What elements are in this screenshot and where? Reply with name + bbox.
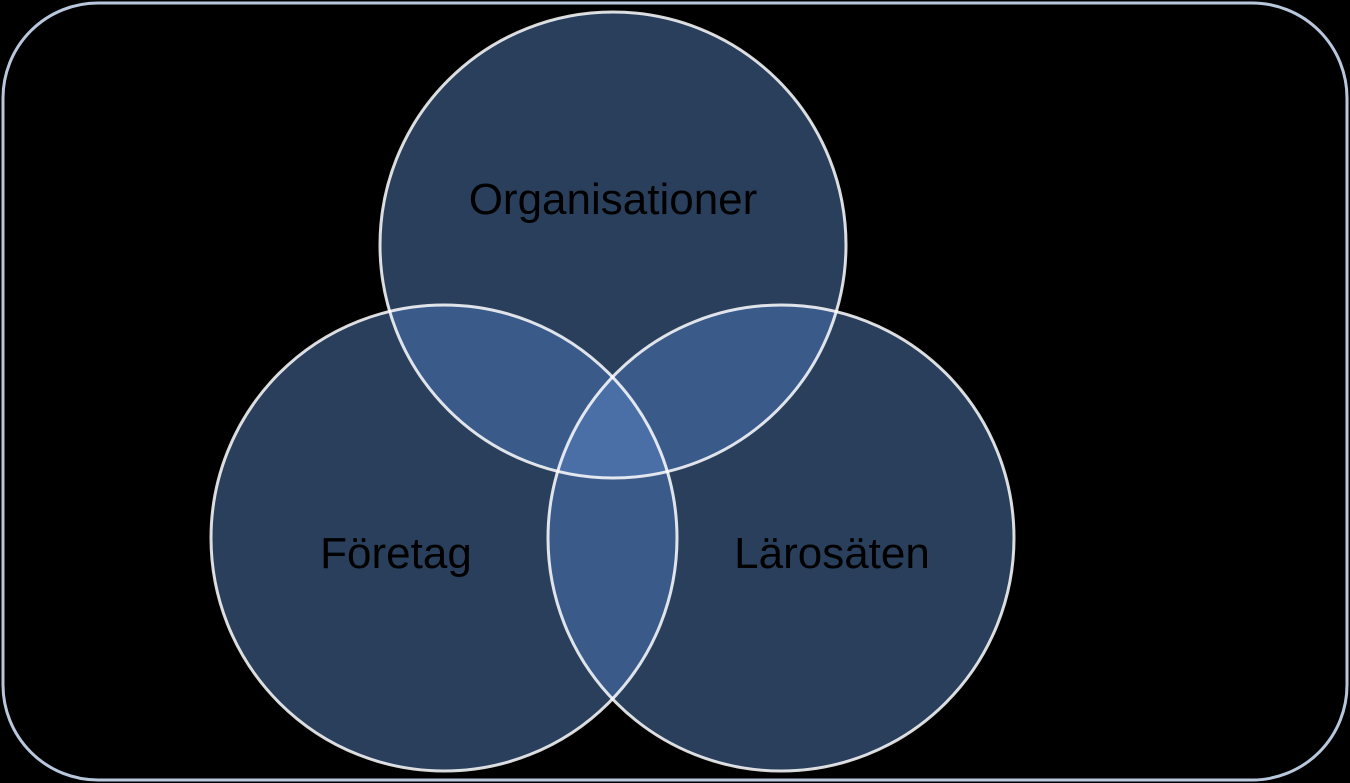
overlap-organisationer-larosaten bbox=[548, 305, 846, 478]
circle-organisationer-outline bbox=[378, 10, 848, 480]
circle-larosaten-outline bbox=[546, 303, 1016, 773]
overlap-organisationer-foretag bbox=[380, 305, 677, 478]
label-larosaten: Lärosäten bbox=[734, 529, 930, 578]
circle-foretag-outline bbox=[209, 303, 679, 773]
label-organisationer: Organisationer bbox=[469, 175, 758, 224]
label-foretag: Företag bbox=[320, 529, 472, 578]
